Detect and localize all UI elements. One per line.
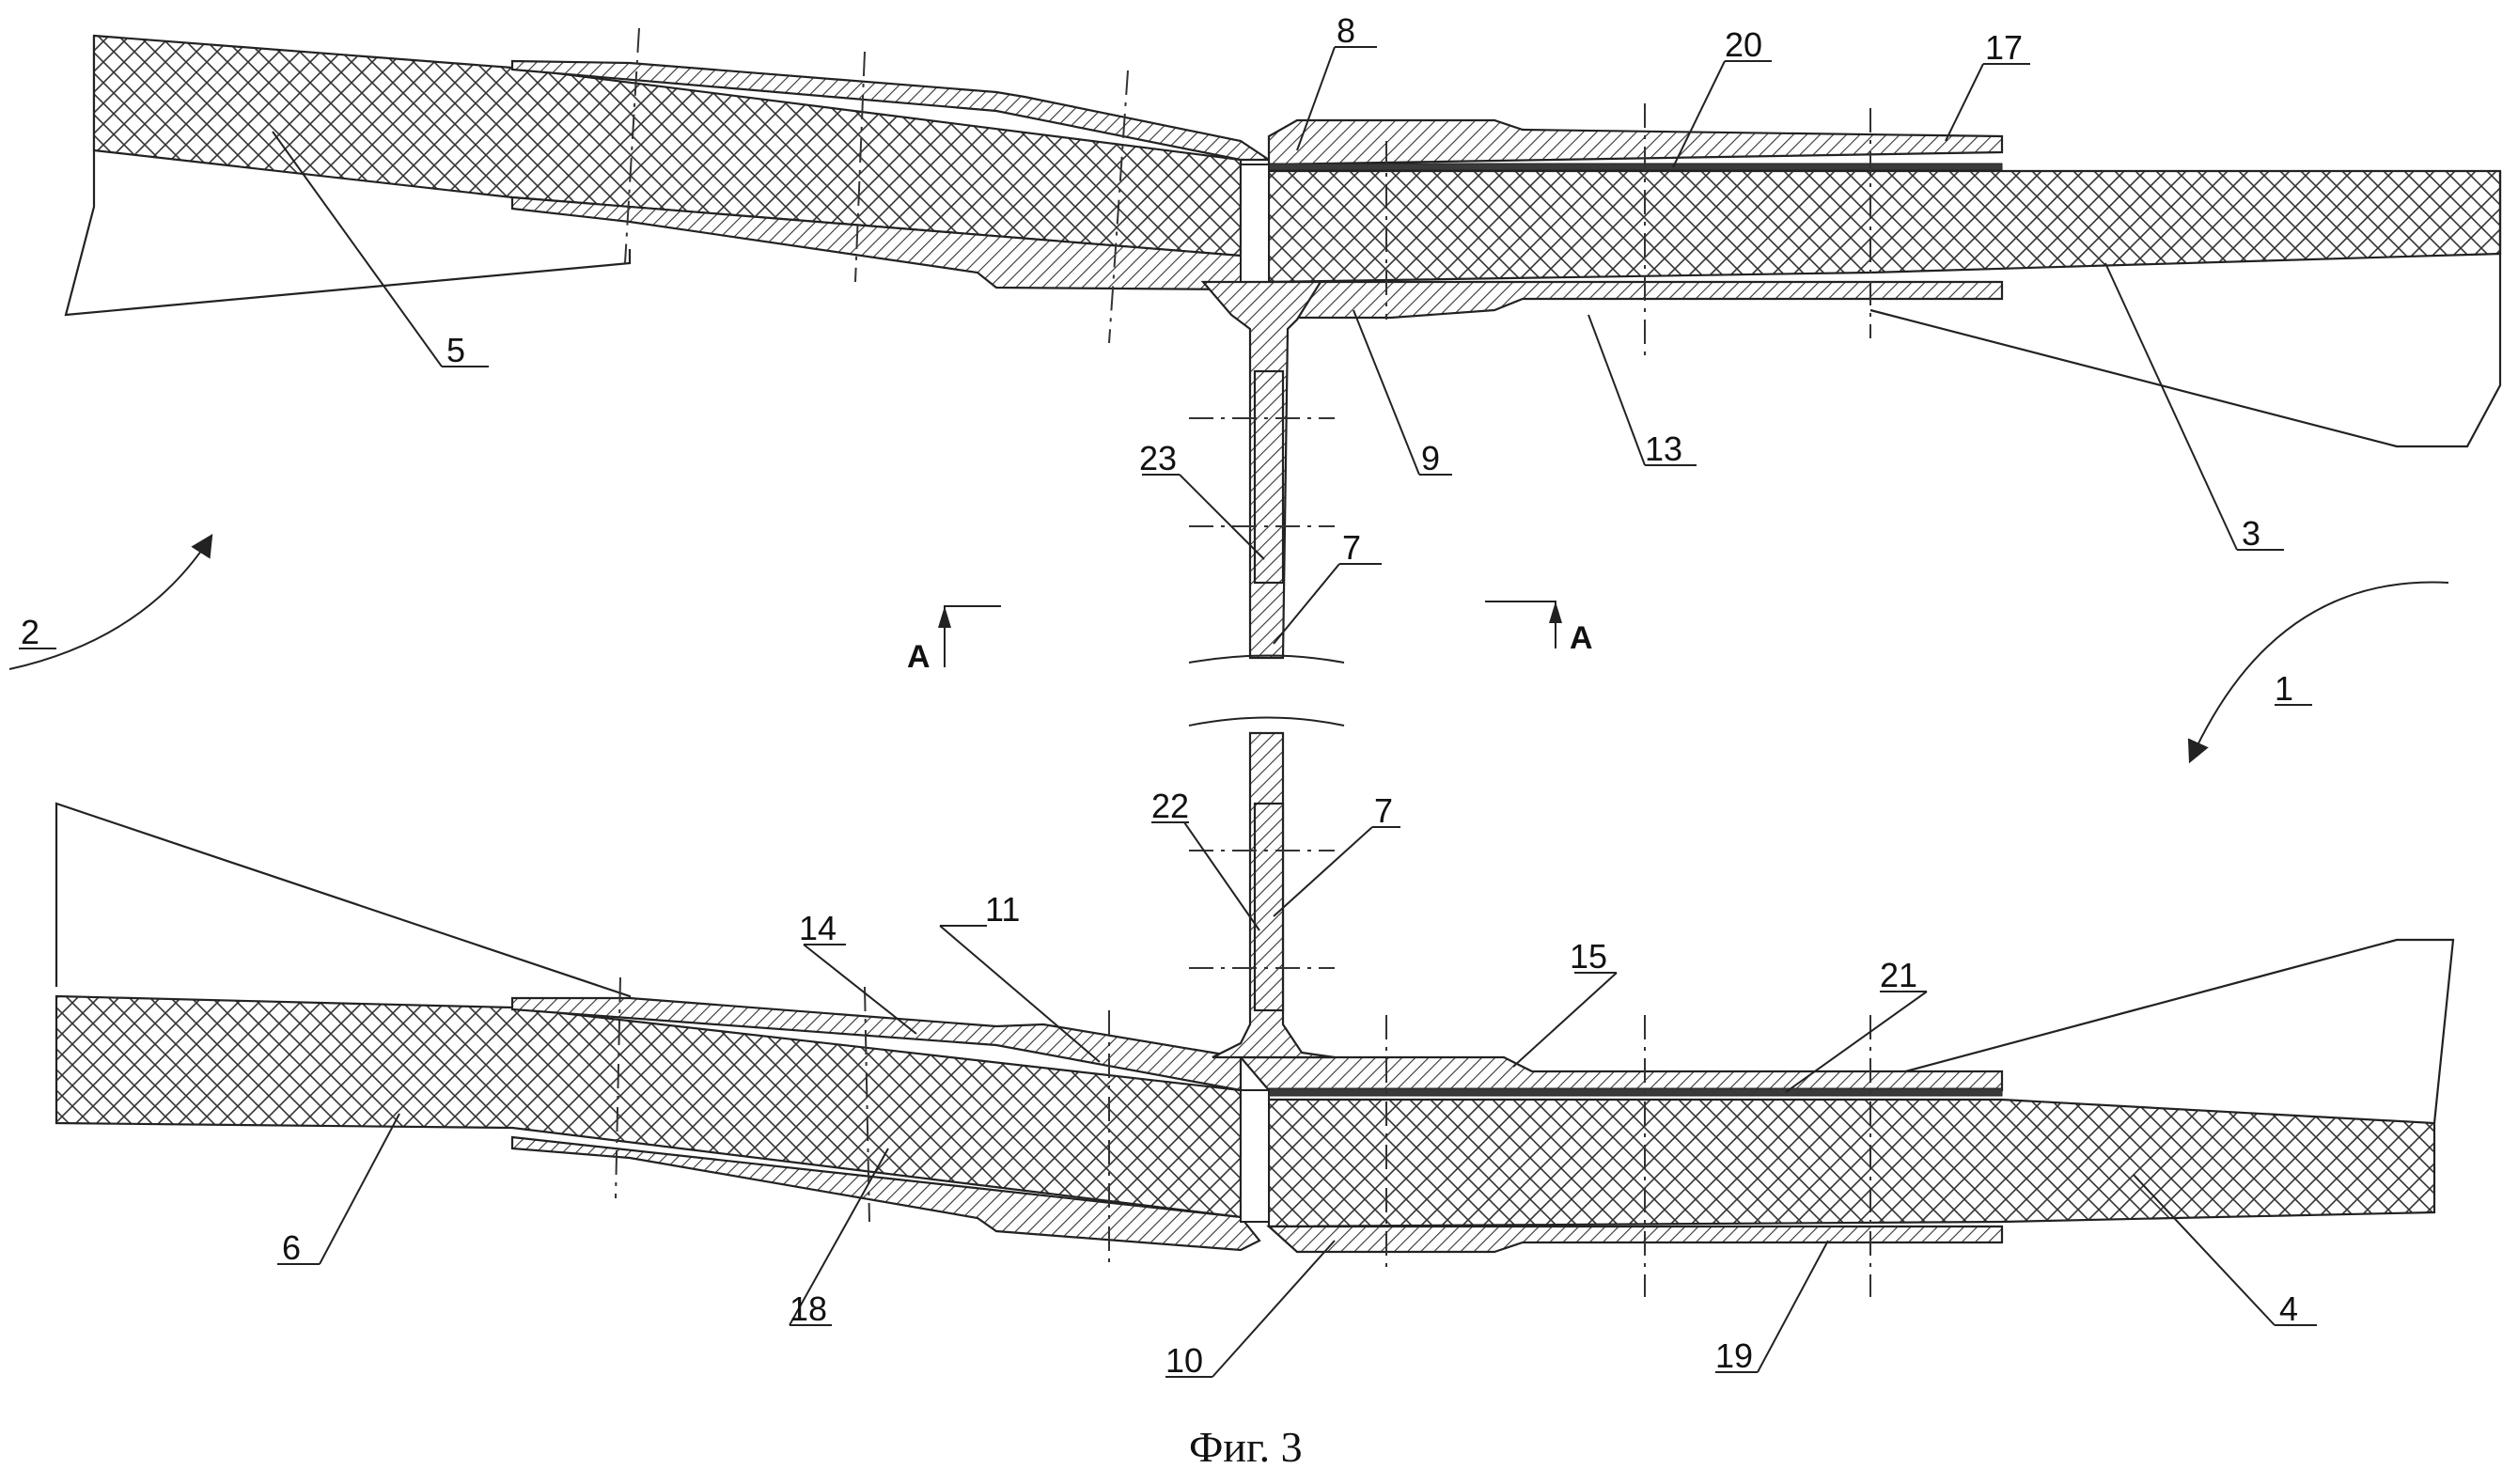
plate-lower-left-bottom: [510, 1135, 1261, 1252]
label-3: 3: [2242, 514, 2260, 553]
label-10: 10: [1165, 1341, 1203, 1380]
upper-assembly: [64, 34, 2502, 660]
label-19: 19: [1715, 1336, 1753, 1375]
lower-assembly: [55, 731, 2455, 1254]
svg-text:А: А: [907, 639, 931, 675]
label-11: 11: [985, 890, 1020, 929]
label-13: 13: [1645, 430, 1682, 468]
flow-arrow-2: [8, 533, 213, 670]
svg-text:А: А: [1570, 620, 1593, 656]
label-2: 2: [21, 613, 39, 651]
part-3-outline: [1869, 171, 2502, 448]
callouts: 5 8 20 17 9 13 3 23 7 2 1 22 7: [19, 11, 2317, 1380]
plate-lower-right-bottom: [1266, 1225, 2004, 1254]
flow-arrow-1: [2187, 581, 2449, 764]
plate-upper-right-top: [1267, 118, 2004, 166]
bond-layer-20: [1268, 163, 2003, 171]
label-6: 6: [282, 1228, 301, 1267]
label-21: 21: [1880, 956, 1917, 994]
separator-gap-upper: [1240, 164, 1270, 288]
panel-3-core: [1267, 169, 2502, 284]
part-4-outline: [1869, 938, 2455, 1124]
plate-upper-right-bottom: [1267, 280, 2004, 320]
label-4: 4: [2279, 1289, 2298, 1328]
label-14: 14: [799, 909, 837, 947]
label-17: 17: [1985, 28, 2023, 67]
part-6-outline: [55, 802, 632, 1010]
label-20: 20: [1725, 25, 1762, 64]
label-23: 23: [1139, 439, 1177, 477]
section-mark-left: А: [907, 605, 1001, 675]
label-5: 5: [446, 331, 465, 369]
label-15: 15: [1570, 937, 1607, 976]
break-line-lower: [1188, 716, 1345, 726]
label-1: 1: [2275, 669, 2293, 708]
figure-caption: Фиг. 3: [1189, 1423, 1303, 1471]
label-9: 9: [1421, 439, 1440, 477]
strap-22: [1253, 802, 1285, 1012]
label-18: 18: [790, 1289, 827, 1328]
label-22: 22: [1151, 787, 1189, 825]
section-mark-right: А: [1485, 601, 1593, 656]
label-7-bottom: 7: [1374, 791, 1393, 830]
plate-lower-right-top: [1238, 1055, 2004, 1092]
plate-upper-left-top: [510, 59, 1273, 162]
break-line-upper: [1188, 654, 1345, 664]
label-8: 8: [1337, 11, 1355, 50]
panel-4-core: [1267, 1098, 2436, 1228]
bond-layer-21: [1268, 1087, 2003, 1097]
label-7-top: 7: [1342, 528, 1361, 567]
separator-gap-lower: [1240, 1089, 1270, 1223]
strap-23: [1253, 369, 1285, 585]
